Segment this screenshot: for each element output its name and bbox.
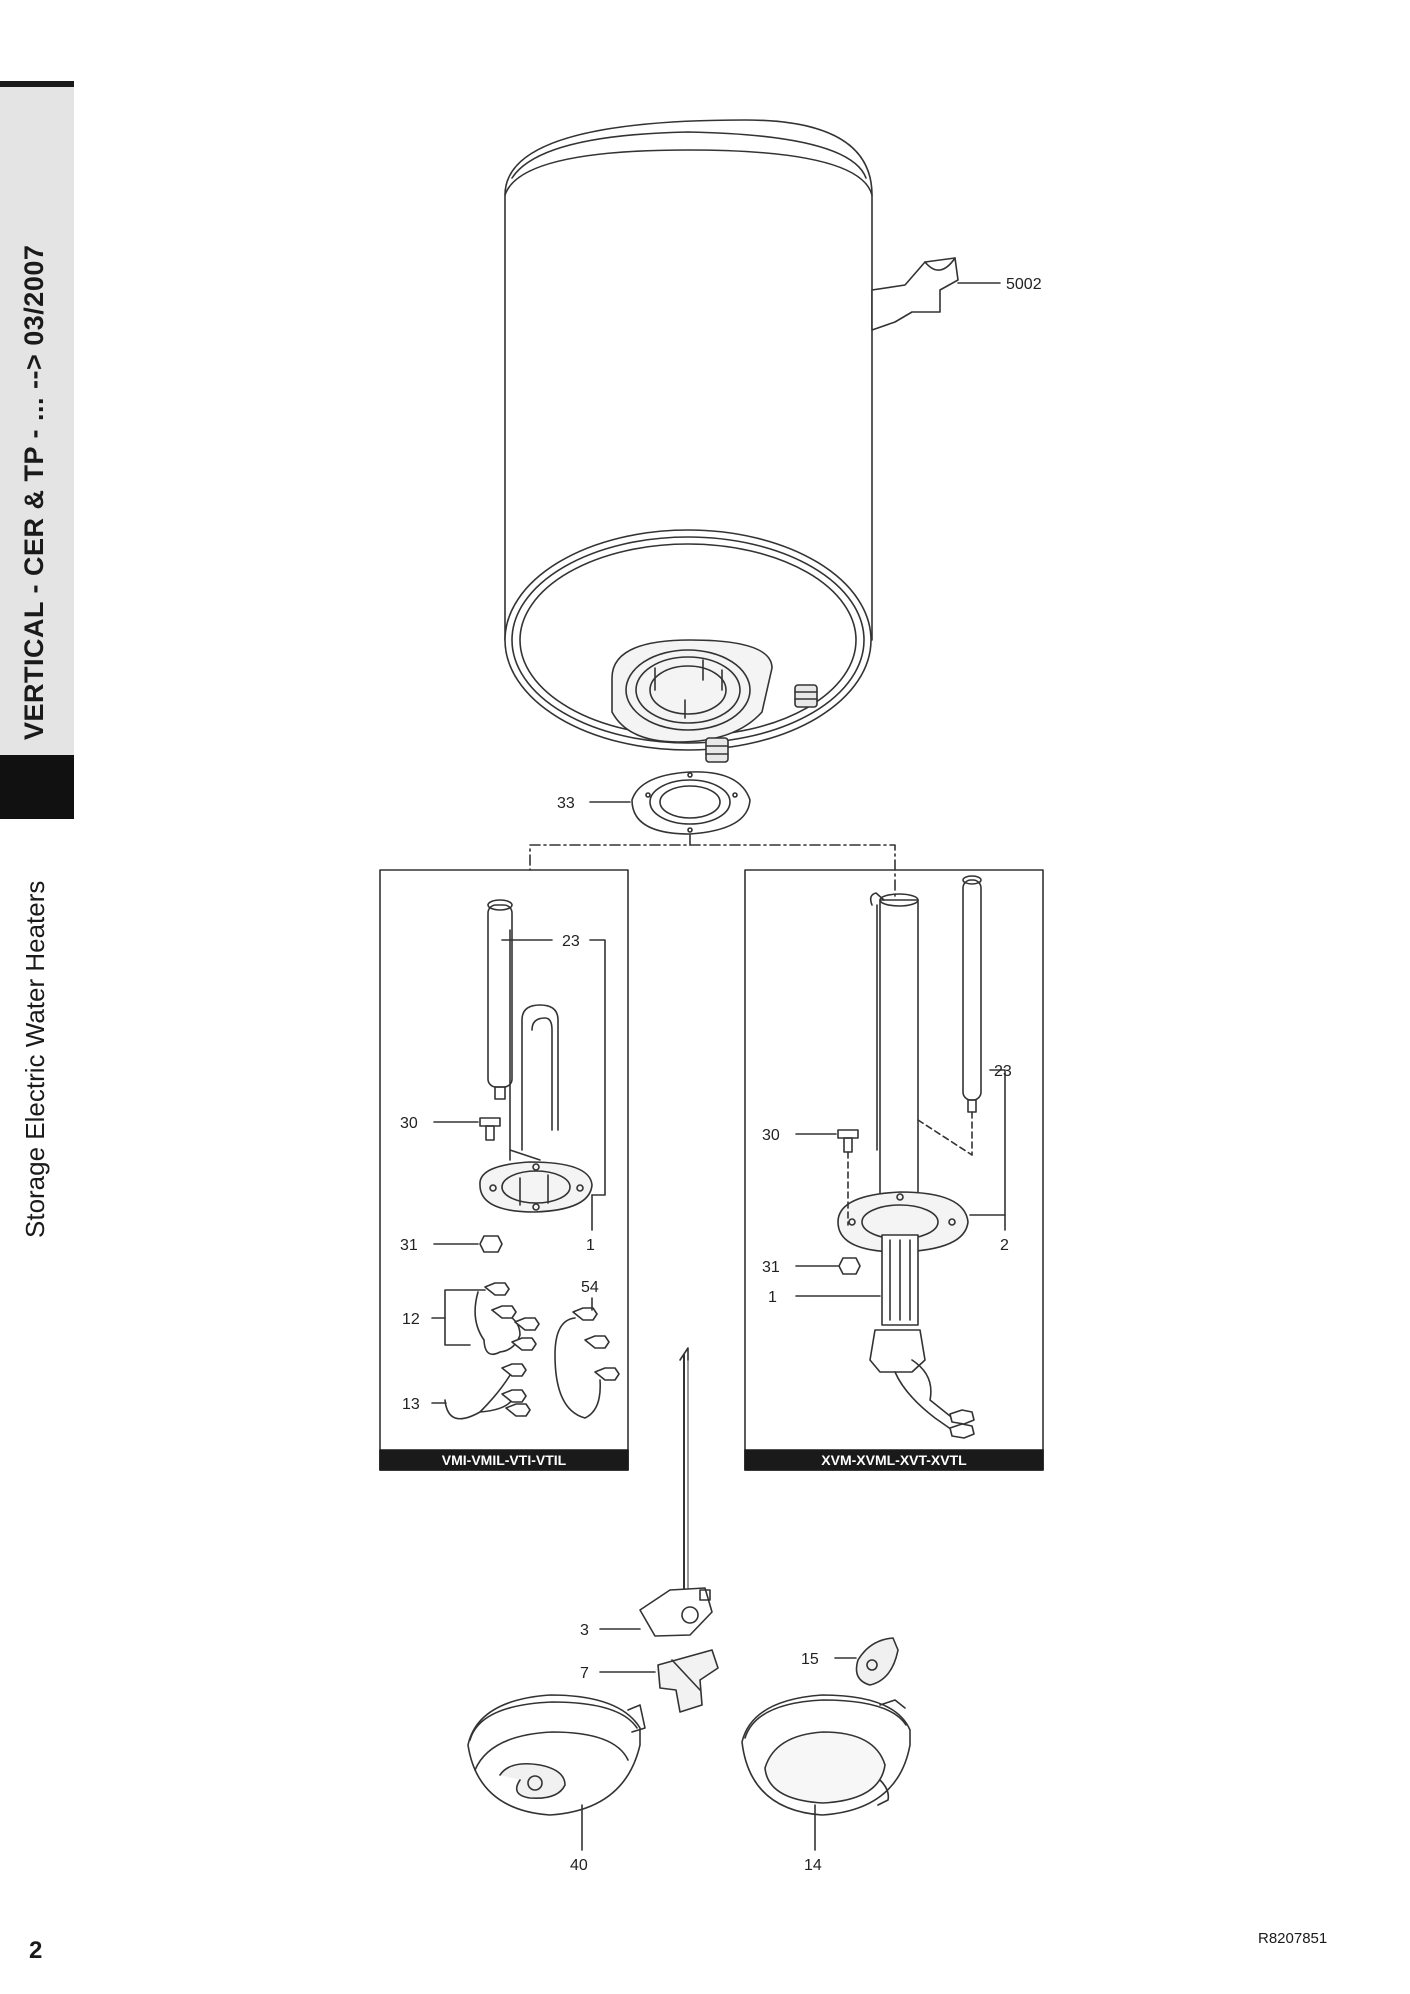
callout-14: 14 bbox=[804, 1857, 822, 1874]
right-panel-caption-bar bbox=[744, 1449, 1044, 1471]
callout-left-23: 23 bbox=[562, 933, 580, 950]
cover-40 bbox=[467, 1694, 646, 1851]
left-panel-caption-bar bbox=[379, 1449, 629, 1471]
callout-left-54: 54 bbox=[581, 1279, 599, 1296]
callout-3: 3 bbox=[580, 1622, 589, 1639]
callout-5002: 5002 bbox=[1006, 276, 1042, 293]
mounting-bracket bbox=[871, 257, 1001, 331]
callout-left-30: 30 bbox=[400, 1115, 418, 1132]
clip-15 bbox=[834, 1637, 899, 1686]
left-element-drawing bbox=[431, 899, 620, 1420]
callout-left-13: 13 bbox=[402, 1396, 420, 1413]
callout-right-23: 23 bbox=[994, 1063, 1012, 1080]
callout-right-31: 31 bbox=[762, 1259, 780, 1276]
sidebar-black-block bbox=[0, 755, 74, 819]
right-element-drawing bbox=[795, 875, 1006, 1439]
sidebar-top-rule bbox=[0, 81, 74, 87]
page-number: 2 bbox=[29, 1937, 43, 1964]
thermostat-assembly bbox=[599, 1347, 719, 1713]
callout-right-30: 30 bbox=[762, 1127, 780, 1144]
callout-7: 7 bbox=[580, 1665, 589, 1682]
left-panel-caption: VMI-VMIL-VTI-VTIL bbox=[442, 1452, 567, 1468]
callout-left-1: 1 bbox=[586, 1237, 595, 1254]
tank-body bbox=[504, 119, 873, 763]
callout-40: 40 bbox=[570, 1857, 588, 1874]
callout-15: 15 bbox=[801, 1651, 819, 1668]
callout-right-1: 1 bbox=[768, 1289, 777, 1306]
document-reference: R8207851 bbox=[1258, 1930, 1328, 1947]
right-panel-caption: XVM-XVML-XVT-XVTL bbox=[821, 1452, 967, 1468]
sidebar-series-band bbox=[0, 87, 74, 755]
callout-left-12: 12 bbox=[402, 1311, 420, 1328]
callout-right-2: 2 bbox=[1000, 1237, 1009, 1254]
callout-left-31: 31 bbox=[400, 1237, 418, 1254]
gasket-33 bbox=[589, 771, 751, 835]
cover-14 bbox=[741, 1694, 911, 1851]
callout-33: 33 bbox=[557, 795, 575, 812]
